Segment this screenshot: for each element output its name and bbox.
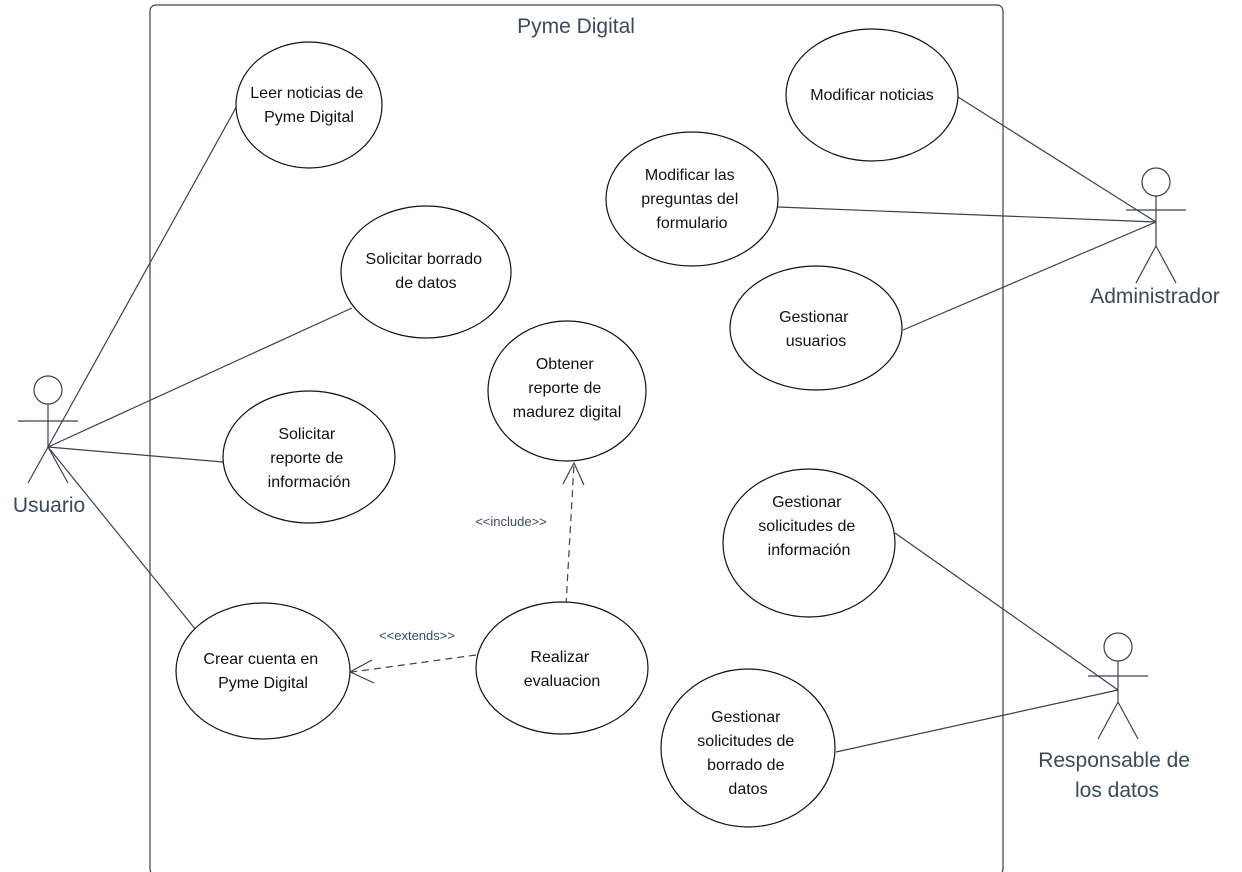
responsable-associations [835, 532, 1119, 753]
use-case-gestionar-sol-info[interactable]: Gestionar solicitudes de información [722, 468, 896, 618]
actor-administrador-head [1141, 167, 1171, 197]
uc-solicitar-borrado-line-1: Solicitar borrado [366, 251, 483, 268]
uc-solicitar-borrado-line-2: de datos [395, 275, 456, 292]
actor-administrador[interactable]: Administrador [1090, 167, 1220, 308]
uc-obtener-reporte-line-1: Obtener [536, 356, 594, 373]
actor-usuario-label: Usuario [13, 494, 85, 517]
svg-text:Gestionar solicitudes de: Gestionar solicitudes de información [758, 494, 859, 559]
administrador-associations [777, 96, 1157, 331]
assoc-responsable-sol-info [894, 532, 1119, 691]
use-case-leer-noticias[interactable]: Leer noticias de Pyme Digital [235, 41, 383, 169]
svg-text:Gestionar usuarios: Gestionar usuarios [779, 309, 853, 350]
use-case-solicitar-borrado[interactable]: Solicitar borrado de datos [340, 205, 512, 339]
extends-dashed-line [351, 654, 477, 673]
uc-modificar-noticias-line-1: Modificar noticias [810, 87, 934, 104]
actor-responsable-label-line-2: los datos [1075, 779, 1159, 802]
uc-gestionar-sol-borrado-line-1: Gestionar [711, 709, 781, 726]
actor-usuario-head [33, 375, 63, 405]
include-dashed-line [565, 463, 575, 606]
svg-text:Responsable de los datos: Responsable de los datos [1038, 749, 1196, 802]
uc-gestionar-sol-borrado-line-2: solicitudes de [697, 733, 794, 750]
svg-text:Solicitar reporte de: Solicitar reporte de información [268, 426, 351, 491]
actor-responsable[interactable]: Responsable de los datos [1038, 632, 1196, 802]
use-case-modificar-noticias[interactable]: Modificar noticias [785, 28, 959, 162]
use-case-obtener-reporte[interactable]: Obtener reporte de madurez digital [487, 320, 647, 462]
uc-gestionar-sol-borrado-line-3: borrado de [707, 757, 784, 774]
svg-text:Crear cuenta en Pyme Dig: Crear cuenta en Pyme Digital [203, 651, 322, 692]
assoc-admin-modificar-preguntas [777, 206, 1157, 223]
uc-gestionar-sol-borrado-line-4: datos [728, 781, 767, 798]
uc-solicitar-reporte-line-1: Solicitar [278, 426, 336, 443]
uc-obtener-reporte-line-3: madurez digital [513, 404, 622, 421]
uc-gestionar-sol-info-line-1: Gestionar [772, 494, 842, 511]
use-case-solicitar-reporte[interactable]: Solicitar reporte de información [222, 390, 396, 524]
actor-usuario[interactable]: Usuario [13, 375, 85, 517]
actor-administrador-label: Administrador [1090, 285, 1220, 308]
uc-leer-noticias-line-1: Leer noticias de [250, 85, 363, 102]
extends-relationship: <<extends>> [348, 628, 477, 684]
extends-label: <<extends>> [379, 628, 455, 643]
uc-crear-cuenta-line-1: Crear cuenta en [203, 651, 318, 668]
uc-realizar-evaluacion-line-1: Realizar [530, 649, 589, 666]
svg-text:Leer noticias de Pyme Di: Leer noticias de Pyme Digital [250, 85, 367, 126]
use-case-gestionar-sol-borrado[interactable]: Gestionar solicitudes de borrado de dato… [660, 668, 836, 828]
system-boundary [149, 4, 1004, 872]
use-case-modificar-preguntas[interactable]: Modificar las preguntas del formulario [605, 131, 779, 267]
uc-realizar-evaluacion-line-2: evaluacion [524, 673, 601, 690]
uc-crear-cuenta-line-2: Pyme Digital [218, 675, 308, 692]
assoc-admin-modificar-noticias [957, 96, 1157, 223]
uc-modificar-preguntas-line-3: formulario [656, 215, 727, 232]
uc-gestionar-sol-info-line-2: solicitudes de [758, 518, 855, 535]
svg-text:Realizar evaluacion: Realizar evaluacion [524, 649, 601, 690]
use-case-realizar-evaluacion[interactable]: Realizar evaluacion [475, 601, 649, 735]
svg-text:Obtener reporte de: Obtener reporte de madurez digital [513, 356, 622, 421]
uc-solicitar-reporte-line-3: información [268, 474, 351, 491]
usuario-associations [47, 103, 353, 631]
use-case-gestionar-usuarios[interactable]: Gestionar usuarios [729, 265, 903, 391]
uc-obtener-reporte-line-2: reporte de [528, 380, 601, 397]
uc-leer-noticias-line-2: Pyme Digital [264, 109, 354, 126]
uc-gestionar-sol-info-line-3: información [768, 542, 851, 559]
include-relationship: <<include>> [475, 461, 585, 606]
assoc-usuario-crear-cuenta [47, 446, 197, 631]
include-arrowhead [562, 461, 585, 486]
assoc-usuario-leer-noticias [47, 103, 239, 448]
use-case-crear-cuenta[interactable]: Crear cuenta en Pyme Digital [175, 602, 351, 740]
assoc-usuario-solicitar-borrado [47, 307, 353, 448]
uc-modificar-preguntas-line-1: Modificar las [645, 167, 735, 184]
svg-text:Modificar las preguntas: Modificar las preguntas del formulario [641, 167, 742, 232]
uc-gestionar-usuarios-line-2: usuarios [786, 333, 846, 350]
uc-modificar-preguntas-line-2: preguntas del [641, 191, 738, 208]
svg-text:Modificar noticias: Modificar noticias [810, 87, 934, 104]
svg-text:Gestionar solicitudes de: Gestionar solicitudes de borrado de dato… [697, 709, 798, 798]
actor-responsable-label-line-1: Responsable de [1038, 749, 1190, 772]
uc-solicitar-reporte-line-2: reporte de [270, 450, 343, 467]
uc-gestionar-usuarios-line-1: Gestionar [779, 309, 849, 326]
assoc-admin-gestionar-usuarios [902, 221, 1157, 331]
include-label: <<include>> [475, 514, 547, 529]
assoc-usuario-solicitar-reporte [47, 446, 224, 463]
assoc-responsable-sol-borrado [835, 689, 1119, 753]
actor-responsable-head [1103, 632, 1133, 662]
system-title: Pyme Digital [517, 15, 635, 38]
svg-text:Solicitar borrado de dat: Solicitar borrado de datos [366, 251, 487, 292]
